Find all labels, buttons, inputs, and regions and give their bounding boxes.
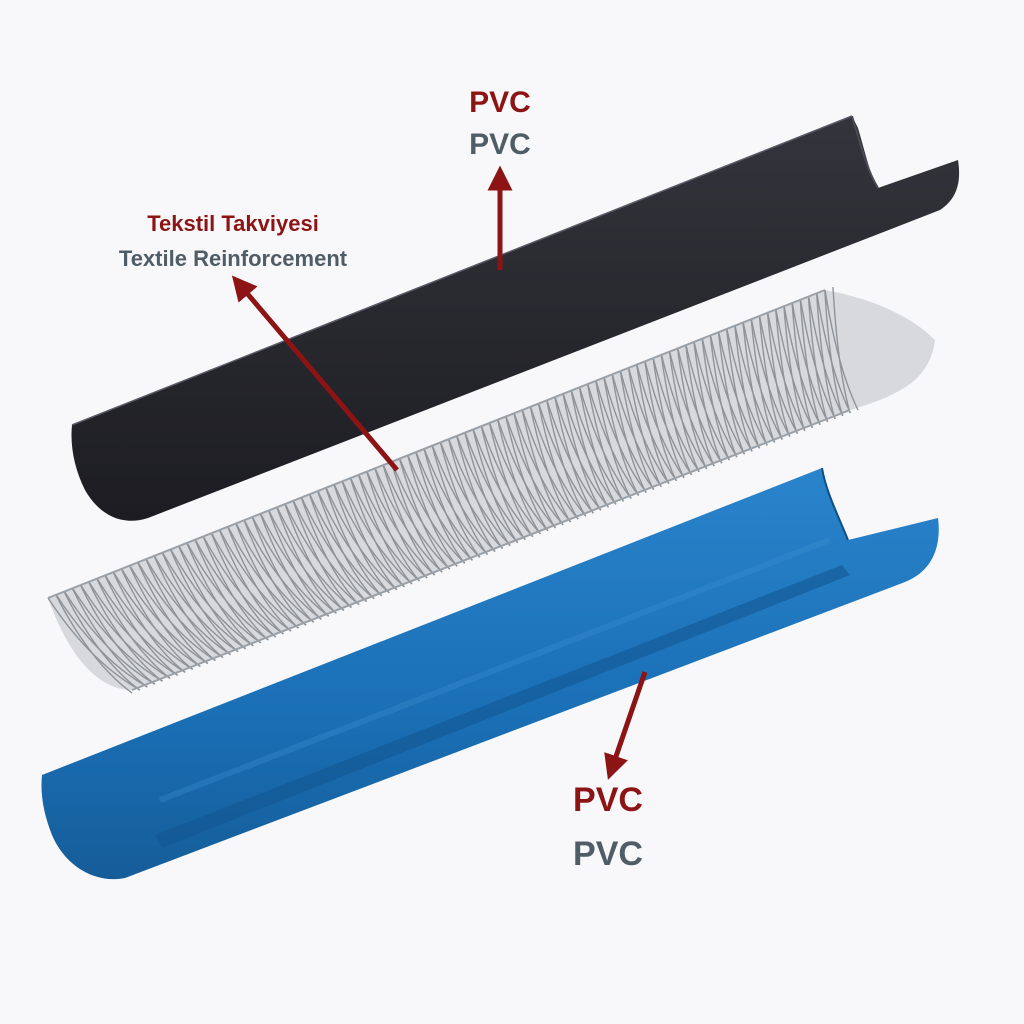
outer-pvc-label-en: PVC [469, 128, 531, 161]
reinforcement-mesh-strands [47, 286, 859, 694]
inner-pvc-layer [41, 467, 939, 880]
inner-pvc-label-en: PVC [573, 835, 643, 873]
outer-pvc-shell [71, 116, 960, 521]
textile-reinforcement-layer [47, 286, 935, 694]
inner-pvc-lip [821, 467, 849, 541]
inner-pvc-channel [155, 565, 850, 848]
inner-pvc-label-tr: PVC [573, 781, 643, 819]
reinforcement-bottom-edge [131, 409, 851, 691]
reinforcement-top-edge [47, 289, 826, 599]
outer-pvc-rim-highlight [71, 115, 853, 426]
outer-pvc-label-tr: PVC [469, 86, 531, 119]
inner-pvc-shell [41, 468, 939, 880]
outer-pvc-layer [71, 115, 960, 521]
arrow-textile-reinforcement [231, 275, 399, 472]
reinforcement-label-tr: Tekstil Takviyesi [147, 211, 319, 236]
reinforcement-label-en: Textile Reinforcement [118, 246, 348, 271]
inner-pvc-texture [158, 537, 832, 803]
arrow-inner-pvc [604, 671, 648, 780]
outer-pvc-inner-edge [851, 115, 879, 189]
